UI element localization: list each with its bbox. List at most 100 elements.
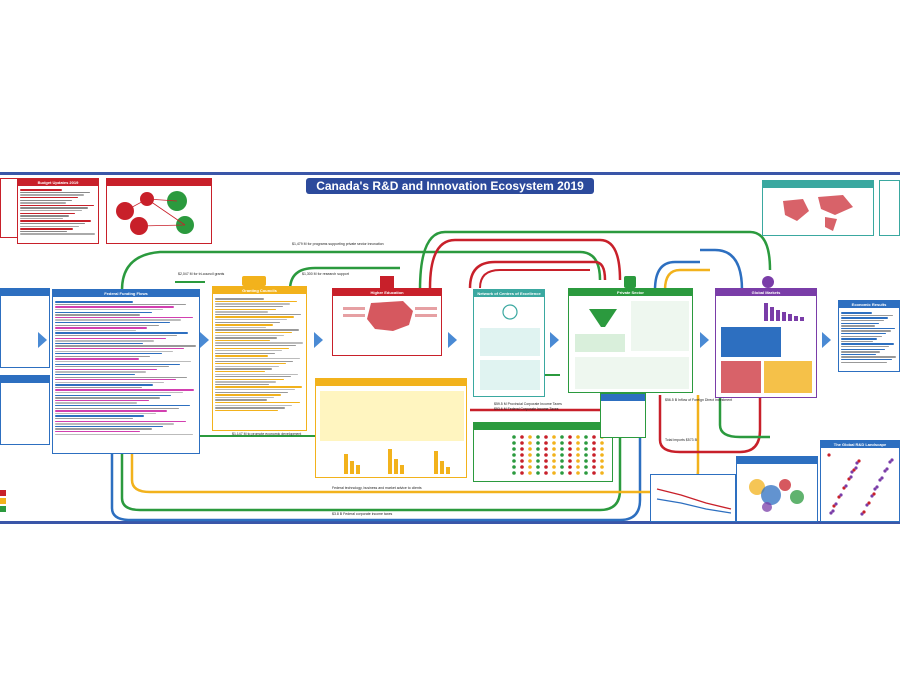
text-line — [215, 389, 296, 391]
text-line — [20, 202, 66, 204]
indicator-dot — [512, 453, 516, 457]
text-line — [215, 339, 271, 342]
flow-label-9: $56.5 B Inflow of Foreign Direct Investm… — [665, 398, 733, 402]
economic-lines — [841, 311, 897, 364]
scatter-point — [844, 484, 848, 488]
text-line — [55, 376, 188, 378]
text-line — [20, 194, 84, 196]
budget-lines — [20, 188, 96, 236]
text-line — [20, 233, 96, 235]
indicator-dot — [592, 459, 596, 463]
indicator-dot — [552, 471, 556, 475]
market-bar — [788, 314, 792, 321]
text-line — [215, 347, 289, 349]
text-line — [215, 381, 277, 383]
text-line — [215, 313, 302, 316]
text-line — [841, 343, 894, 345]
text-line — [55, 394, 172, 396]
text-line — [55, 316, 193, 319]
indicator-dot — [600, 465, 604, 469]
text-line — [55, 428, 152, 430]
text-line — [20, 197, 78, 199]
indicator-dot — [544, 447, 548, 451]
indicator-dot — [576, 441, 580, 445]
text-line — [55, 350, 173, 352]
indicator-dot — [576, 453, 580, 457]
text-line — [55, 386, 142, 389]
text-line — [215, 329, 299, 331]
indicator-dot — [536, 471, 540, 475]
text-line — [841, 353, 876, 356]
text-line — [55, 405, 190, 407]
private-sector-panel: Private Sector — [568, 288, 693, 393]
indicator-dot — [568, 435, 572, 439]
indicator-dot — [600, 459, 604, 463]
flow-label-6: $53.6 M Federal Corporate Income Taxes — [494, 407, 559, 411]
text-line — [215, 365, 280, 368]
text-line — [215, 326, 266, 329]
chevron-right-icon — [200, 332, 209, 348]
text-line — [55, 399, 149, 402]
text-line — [215, 370, 265, 373]
text-line — [215, 360, 294, 362]
text-line — [215, 355, 268, 357]
indicator-dot — [544, 459, 548, 463]
text-line — [55, 407, 179, 409]
flow-label-10: Total imports $573 B — [665, 438, 697, 442]
indicator-dot — [560, 447, 564, 451]
text-line — [55, 319, 182, 321]
granting-lines — [215, 297, 304, 412]
text-line — [215, 402, 300, 404]
indicator-dot — [544, 453, 548, 457]
indicator-dot — [544, 435, 548, 439]
budget-updates-heading: Budget Updates 2019 — [18, 179, 98, 186]
text-line — [55, 420, 186, 422]
higher-education-panel: Higher Education — [332, 288, 442, 356]
indicator-dot — [520, 471, 524, 475]
scatter-point — [855, 461, 859, 465]
scatter-point — [834, 502, 838, 506]
text-line — [55, 418, 134, 420]
indicator-dot — [560, 453, 564, 457]
text-line — [20, 189, 62, 191]
indicator-dot — [536, 441, 540, 445]
text-line — [215, 399, 267, 401]
scatter-point — [875, 485, 879, 489]
text-line — [215, 357, 301, 360]
text-line — [55, 314, 141, 316]
text-line — [20, 215, 70, 217]
market-bar — [770, 307, 774, 321]
text-line — [841, 348, 885, 350]
text-line — [55, 379, 176, 381]
indicator-dot — [560, 471, 564, 475]
text-line — [841, 361, 888, 363]
flow-label-7: $3.8 B Federal corporate income taxes — [332, 512, 393, 516]
indicator-dot — [512, 471, 516, 475]
text-line — [55, 347, 185, 350]
text-line — [215, 383, 270, 386]
text-line — [55, 340, 155, 342]
bubble — [749, 479, 765, 495]
text-line — [215, 319, 288, 321]
text-line — [841, 312, 872, 314]
indicator-dot — [600, 447, 604, 451]
text-line — [841, 340, 873, 343]
text-line — [841, 322, 880, 324]
text-line — [55, 423, 175, 425]
text-line — [55, 306, 175, 308]
spending-decline-chart — [650, 474, 736, 522]
scatter-point — [839, 493, 843, 497]
market-bar — [800, 317, 804, 321]
indicator-dot — [552, 441, 556, 445]
text-line — [55, 410, 168, 412]
text-line — [20, 199, 72, 201]
text-line — [55, 355, 151, 358]
flow-label-1: $1,479 M for programs supporting private… — [292, 242, 384, 246]
text-line — [55, 309, 163, 311]
text-line — [55, 360, 192, 363]
indicator-dot — [568, 465, 572, 469]
indicator-dot — [592, 441, 596, 445]
text-line — [215, 303, 290, 305]
chevron-right-icon — [314, 332, 323, 348]
